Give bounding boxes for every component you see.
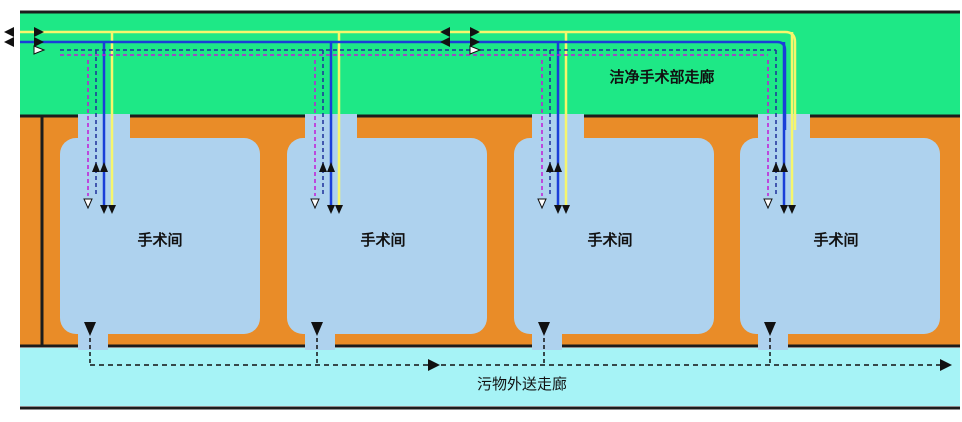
room-1-hollow-down-arrow — [83, 198, 93, 210]
room-3-down-arrow-1 — [554, 205, 562, 214]
entry-mid-hollow-right-arrow — [469, 45, 482, 55]
room-1-up-arrow-2 — [100, 162, 108, 172]
room-1-down-arrow-1 — [100, 205, 108, 214]
blue-trunk-line — [20, 40, 787, 130]
room-4-hollow-down-arrow — [763, 198, 773, 210]
room-3-up-arrow-2 — [554, 162, 562, 172]
room-label-2: 手术间 — [360, 231, 405, 249]
room-3-down-arrow-2 — [562, 205, 570, 214]
dirty-end-arrow — [940, 359, 952, 371]
room-4 — [740, 138, 940, 334]
room-3-hollow-down-arrow — [537, 198, 547, 210]
room-4-down-arrow-1 — [780, 205, 788, 214]
entry-left-hollow-right-arrow — [33, 45, 46, 55]
entry-left-left-arrow-1 — [4, 27, 14, 37]
dirty-corridor — [20, 348, 960, 406]
room-4-dirty-exit-arrow — [764, 322, 776, 336]
room-2-hollow-down-arrow — [310, 198, 320, 210]
room-1 — [60, 138, 260, 334]
room-label-3: 手术间 — [587, 231, 632, 249]
entry-arrows — [4, 27, 482, 55]
entry-mid-left-arrow-2 — [440, 37, 450, 47]
clean-corridor — [20, 12, 960, 116]
entry-left-right-arrow-1 — [34, 27, 44, 37]
room-label-1: 手术间 — [137, 231, 182, 249]
dirty-flow-lines — [84, 322, 952, 371]
room-3-up-arrow-1 — [546, 162, 554, 172]
entry-mid-left-arrow-1 — [440, 27, 450, 37]
room-3 — [514, 138, 714, 334]
clean-corridor-label: 洁净手术部走廊 — [609, 68, 714, 86]
room-3-dirty-exit-arrow — [538, 322, 550, 336]
clean-flow-lines — [20, 30, 797, 214]
room-2-up-arrow-2 — [327, 162, 335, 172]
room-1-down-arrow-2 — [108, 205, 116, 214]
entry-left-left-arrow-2 — [4, 37, 14, 47]
room-4-up-arrow-2 — [780, 162, 788, 172]
room-4-up-arrow-1 — [772, 162, 780, 172]
room-1-dirty-exit-arrow — [84, 322, 96, 336]
dirty-mid-arrow — [428, 359, 440, 371]
room-2 — [287, 138, 487, 334]
room-2-up-arrow-1 — [319, 162, 327, 172]
room-2-down-arrow-1 — [327, 205, 335, 214]
entry-mid-right-arrow-2 — [470, 37, 480, 47]
room-2-dirty-exit-arrow — [311, 322, 323, 336]
yellow-trunk-line — [20, 30, 797, 130]
dirty-corridor-label: 污物外送走廊 — [477, 375, 567, 393]
room-2-down-arrow-2 — [335, 205, 343, 214]
room-1-up-arrow-1 — [92, 162, 100, 172]
room-4-down-arrow-2 — [788, 205, 796, 214]
entry-mid-right-arrow-1 — [470, 27, 480, 37]
room-label-4: 手术间 — [813, 231, 858, 249]
entry-left-right-arrow-2 — [34, 37, 44, 47]
